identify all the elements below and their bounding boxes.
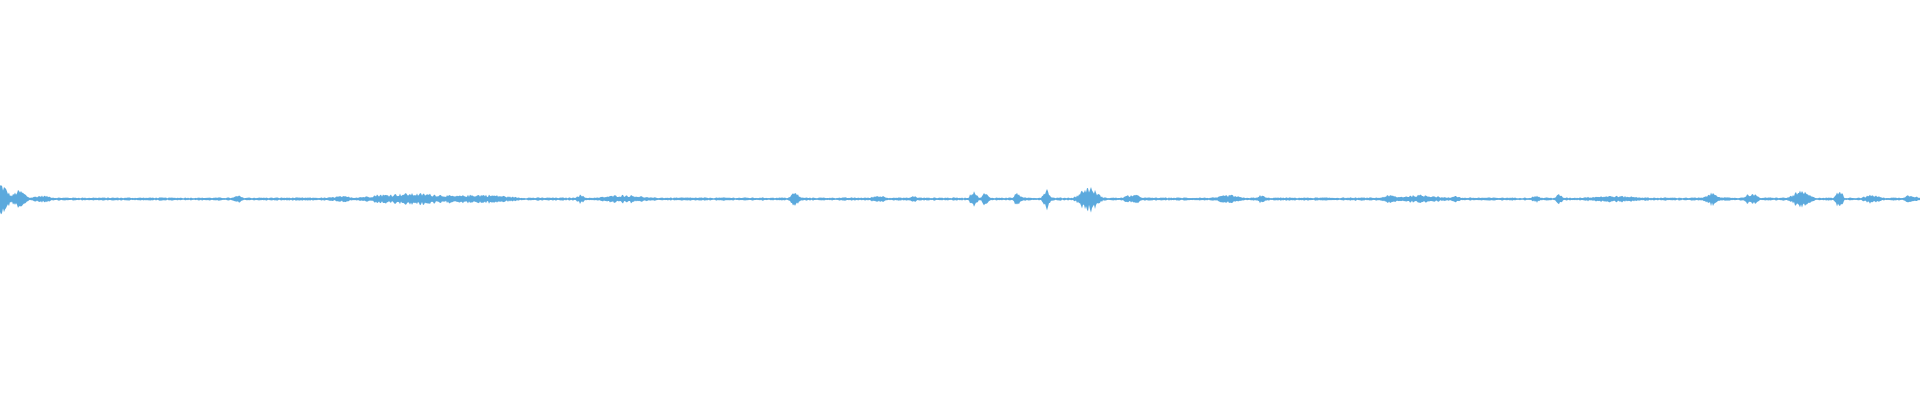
waveform-trace: [0, 185, 1920, 215]
